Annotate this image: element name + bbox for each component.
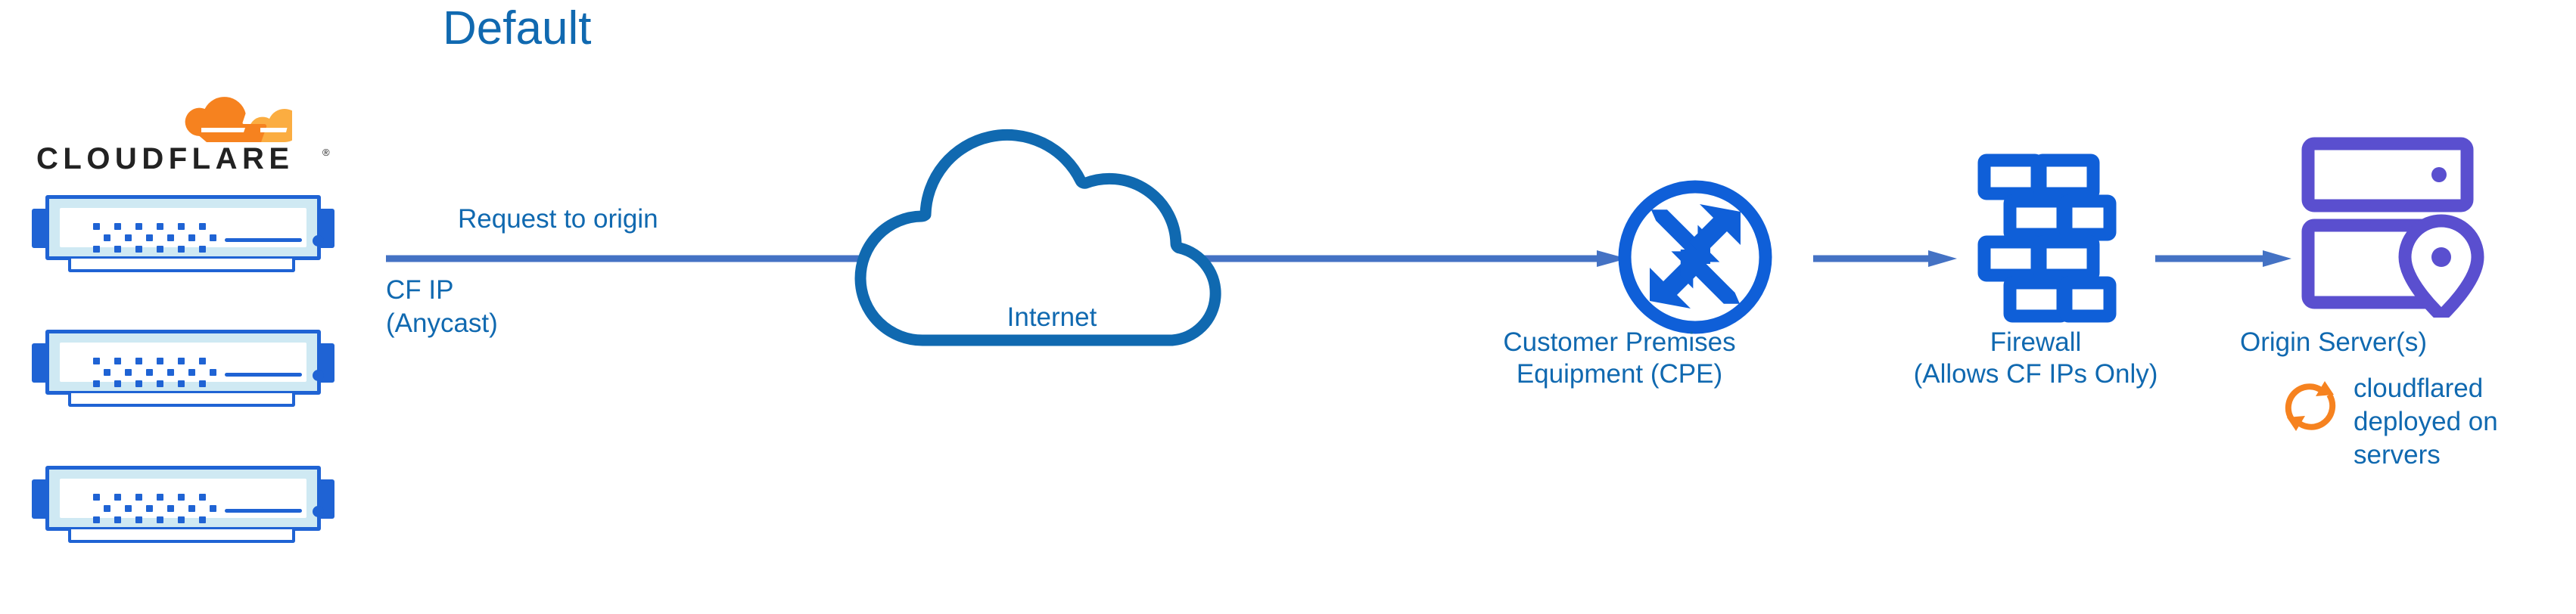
rack-base [68,259,295,272]
rack-tab-left [32,343,48,383]
rack-face [60,343,324,387]
rack-slot-line [225,373,302,377]
brick-wall-icon [1975,151,2119,325]
cloudflared-text: cloudflared deployed on servers [2354,374,2498,470]
rack-face [60,208,324,253]
rack-status-led [313,235,324,247]
cloud-icon [840,106,1264,348]
request-to-origin-label: Request to origin [458,204,658,234]
rack-base [68,529,295,543]
firewall-label: Firewall (Allows CF IPs Only) [1913,327,2158,389]
arrow-firewall-to-origin [2155,250,2291,268]
rack-tab-left [32,209,48,248]
server-rack-icon [32,466,334,544]
rack-body [45,330,324,395]
server-rack-icon [32,195,334,274]
internet-label: Internet [1006,302,1097,332]
arrow-cpe-to-firewall [1813,250,1957,268]
cpe-label: Customer Premises Equipment (CPE) [1503,327,1736,389]
rack-status-led [313,370,324,381]
rack-body [45,195,324,260]
cloudflare-wordmark: CLOUDFLARE ® [36,142,339,177]
rack-face [60,479,324,523]
rack-base [68,393,295,407]
rack-status-led [313,506,324,517]
page-title: Default [443,2,592,54]
server-rack-icon [32,330,334,408]
server-location-pin-icon [2301,136,2490,323]
svg-text:CLOUDFLARE: CLOUDFLARE [36,142,294,175]
svg-text:®: ® [322,147,330,158]
rack-body [45,466,324,531]
cloudflare-logo: CLOUDFLARE ® [36,97,339,184]
sync-arrows-icon [2281,377,2340,436]
cloudflare-cloud-logo-icon [171,97,301,147]
cf-ip-anycast-label: CF IP (Anycast) [386,275,498,338]
origin-server-label: Origin Server(s) [2240,327,2427,357]
rack-slot-line [225,238,302,242]
router-icon [1612,174,1778,340]
rack-slot-line [225,509,302,513]
rack-tab-left [32,479,48,519]
